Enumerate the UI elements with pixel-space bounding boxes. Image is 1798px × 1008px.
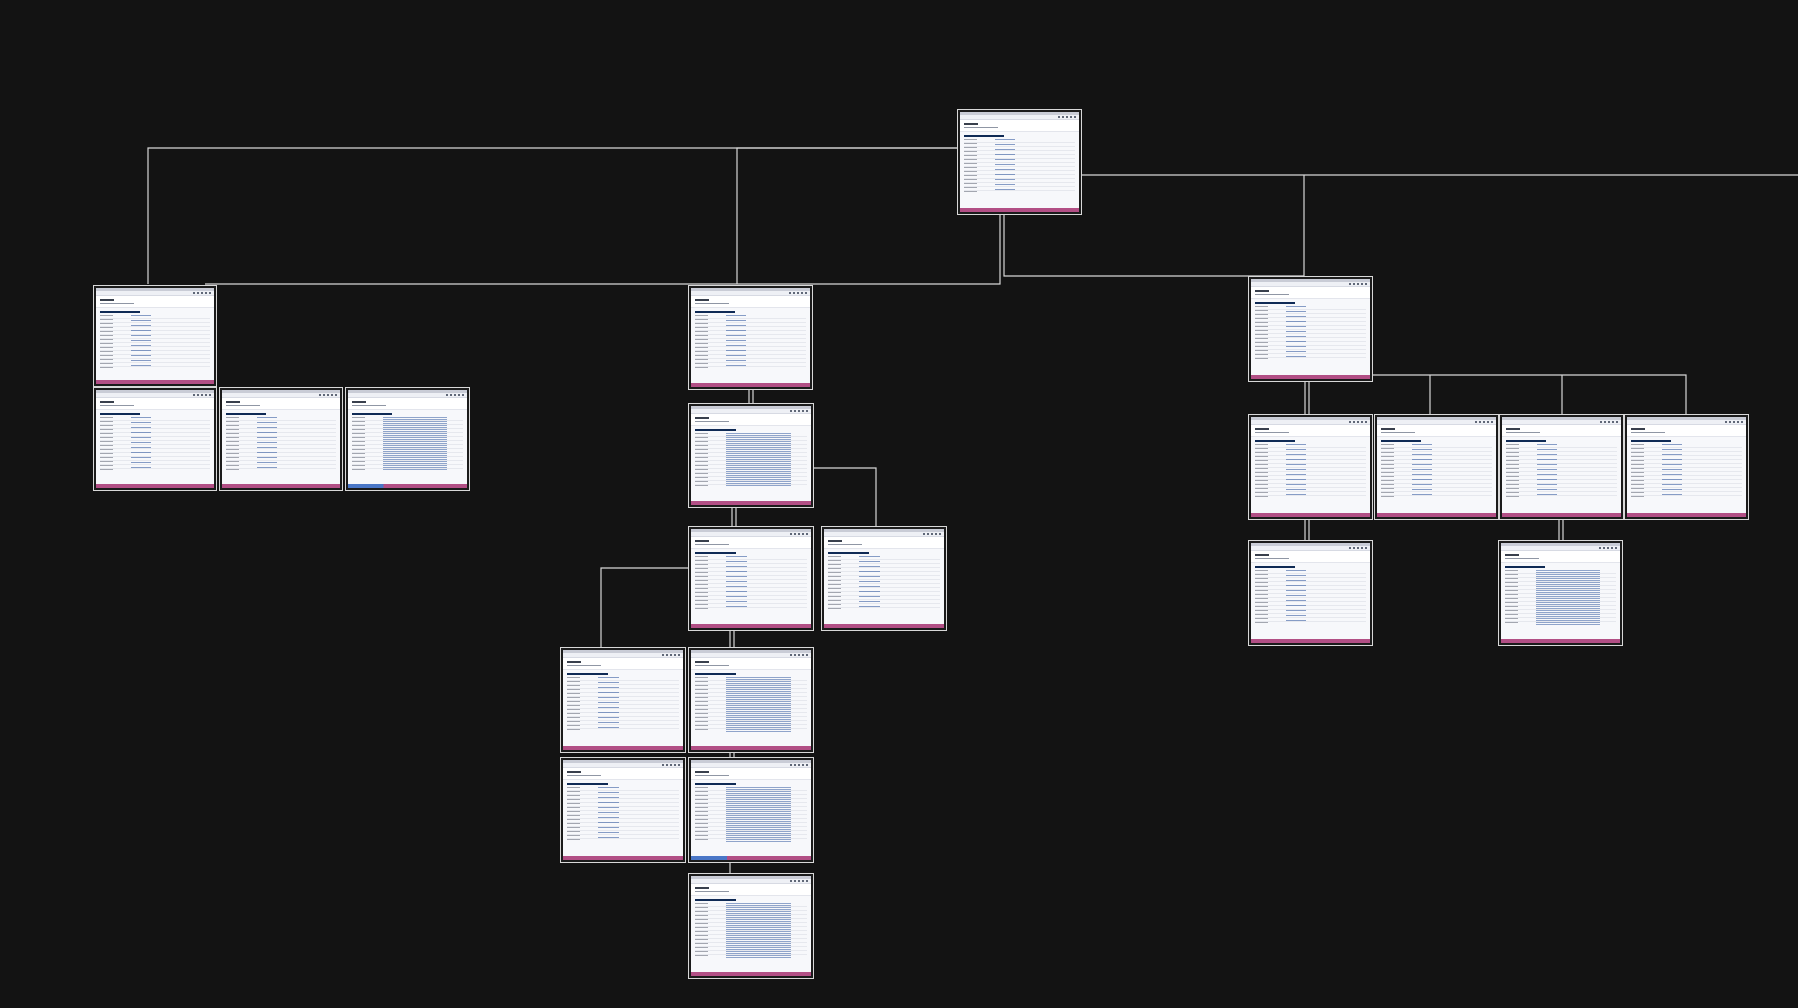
screenshot-node-b2[interactable] — [688, 403, 814, 508]
screenshot-thumbnail — [691, 288, 810, 387]
screenshot-node-a2[interactable] — [93, 387, 217, 491]
screenshot-node-b5[interactable] — [560, 647, 686, 753]
connector-root-a1 — [147, 147, 958, 284]
screenshot-thumbnail — [691, 650, 811, 750]
screenshot-node-b7[interactable] — [560, 757, 686, 863]
connector-root-b1 — [736, 147, 958, 284]
screenshot-node-c3[interactable] — [1374, 414, 1499, 520]
screenshot-node-c5[interactable] — [1624, 414, 1749, 520]
connector-b2-b4 — [806, 467, 877, 528]
screenshot-thumbnail — [824, 529, 944, 628]
screenshot-thumbnail — [960, 112, 1079, 212]
screenshot-node-c1[interactable] — [1248, 276, 1373, 382]
screenshot-thumbnail — [691, 406, 811, 505]
screenshot-thumbnail — [96, 288, 214, 384]
screenshot-node-a1[interactable] — [93, 285, 217, 387]
screenshot-thumbnail — [1251, 543, 1370, 643]
screenshot-thumbnail — [348, 390, 467, 488]
screenshot-thumbnail — [1501, 543, 1620, 643]
screenshot-node-a4[interactable] — [345, 387, 470, 491]
screenshot-node-b4[interactable] — [821, 526, 947, 631]
screenshot-thumbnail — [96, 390, 214, 488]
screenshot-thumbnail — [1377, 417, 1496, 517]
screenshot-thumbnail — [563, 650, 683, 750]
screenshot-thumbnail — [1502, 417, 1621, 517]
screenshot-node-b3[interactable] — [688, 526, 814, 631]
connector-c1-row — [1306, 374, 1687, 416]
screenshot-node-a3[interactable] — [219, 387, 343, 491]
screenshot-node-root[interactable] — [957, 109, 1082, 215]
screenshot-node-b6[interactable] — [688, 647, 814, 753]
screenshot-thumbnail — [691, 529, 811, 628]
connector-root-b1-drop — [205, 205, 1001, 285]
screenshot-node-c6[interactable] — [1248, 540, 1373, 646]
screenshot-node-b1[interactable] — [688, 285, 813, 390]
screenshot-thumbnail — [1251, 417, 1370, 517]
screenshot-node-c7[interactable] — [1498, 540, 1623, 646]
screenshot-node-b8[interactable] — [688, 757, 814, 863]
screenshot-thumbnail — [222, 390, 340, 488]
screenshot-node-b9[interactable] — [688, 873, 814, 979]
screenshot-thumbnail — [1627, 417, 1746, 517]
screenshot-node-c2[interactable] — [1248, 414, 1373, 520]
screenshot-thumbnail — [691, 876, 811, 976]
screenshot-thumbnail — [1251, 279, 1370, 379]
screenshot-node-c4[interactable] — [1499, 414, 1624, 520]
connector-b3-b5 — [600, 567, 690, 648]
screenshot-thumbnail — [691, 760, 811, 860]
connector-root-c1 — [1003, 205, 1304, 277]
screenshot-thumbnail — [563, 760, 683, 860]
